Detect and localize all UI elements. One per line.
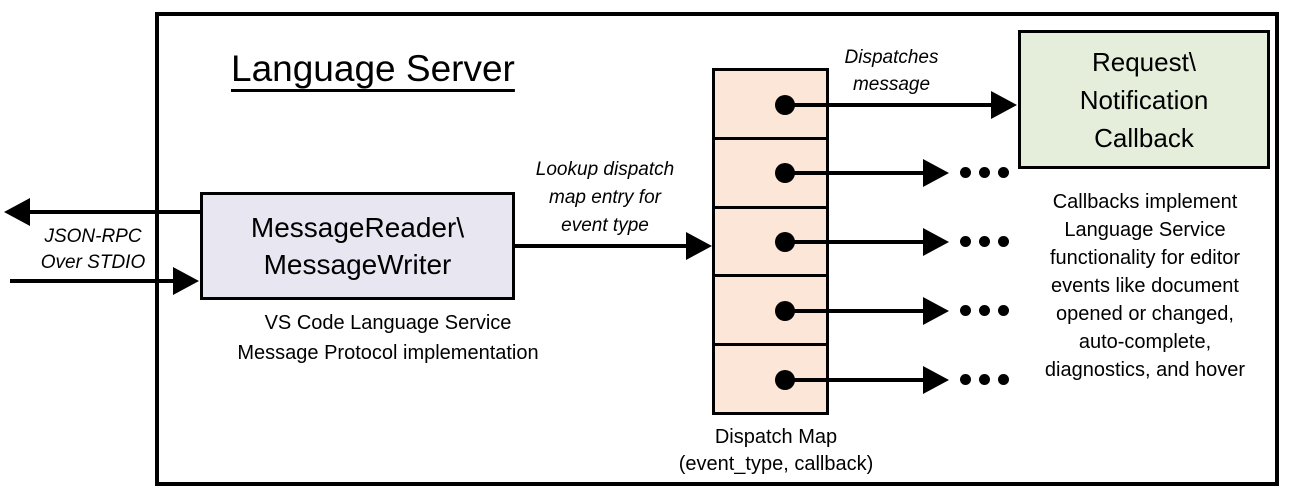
- arrow-head-right: [923, 228, 949, 256]
- arrow-shaft: [515, 244, 687, 248]
- callbacks-note-line: functionality for editor: [1049, 247, 1241, 269]
- arrow-shaft: [785, 171, 924, 175]
- stdio-label: JSON-RPC Over STDIO: [23, 224, 163, 276]
- callback-box-line1: Request\: [1091, 46, 1197, 77]
- arrow-shaft: [28, 210, 200, 214]
- arrow-shaft: [785, 240, 924, 244]
- reader-caption-line1: VS Code Language Service: [264, 312, 512, 334]
- ellipsis-icon: [960, 305, 1009, 316]
- arrow-head-left: [4, 198, 30, 226]
- callbacks-note-line: Callbacks implement: [1052, 191, 1238, 213]
- reader-box-line1: MessageReader\: [250, 212, 465, 243]
- stdio-label-line1: JSON-RPC: [44, 226, 142, 247]
- ellipsis-icon: [960, 167, 1009, 178]
- callback-box-line3: Callback: [1094, 122, 1194, 153]
- dispatch-map-caption: Dispatch Map (event_type, callback): [647, 424, 905, 478]
- lookup-label-line3: event type: [561, 215, 649, 236]
- lookup-label-line2: map entry for: [549, 187, 661, 208]
- arrow-shaft: [785, 103, 992, 107]
- callbacks-note-line: events like document: [1051, 275, 1239, 297]
- dispatch-map-cell: [715, 274, 826, 343]
- dispatch-map-cell: [715, 343, 826, 412]
- ellipsis-icon: [960, 236, 1009, 247]
- dispatches-label: Dispatches message: [829, 44, 954, 98]
- ellipsis-icon: [960, 374, 1009, 385]
- lookup-label: Lookup dispatch map entry for event type: [505, 156, 705, 240]
- callbacks-note: Callbacks implement Language Service fun…: [1018, 188, 1272, 384]
- lookup-label-line1: Lookup dispatch: [535, 159, 675, 180]
- dispatches-label-line1: Dispatches: [844, 47, 939, 68]
- dispatch-map-cell: [715, 205, 826, 275]
- language-server-boundary-box: [155, 12, 1279, 486]
- callbacks-note-line: diagnostics, and hover: [1044, 359, 1246, 381]
- map-caption-line2: (event_type, callback): [678, 453, 874, 475]
- reader-caption-line2: Message Protocol implementation: [237, 342, 539, 364]
- arrow-head-right: [173, 267, 199, 295]
- message-reader-writer-box: MessageReader\ MessageWriter: [200, 192, 515, 300]
- reader-box-line2: MessageWriter: [263, 249, 452, 280]
- arrow-shaft: [785, 309, 924, 313]
- arrow-shaft: [10, 279, 174, 283]
- callbacks-note-line: opened or changed,: [1056, 303, 1234, 325]
- diagram-title: Language Server: [231, 48, 515, 89]
- stdio-label-line2: Over STDIO: [40, 252, 146, 273]
- callback-box-line2: Notification: [1079, 84, 1209, 115]
- arrow-head-right: [923, 366, 949, 394]
- map-caption-line1: Dispatch Map: [714, 426, 838, 448]
- callbacks-note-line: Language Service: [1064, 219, 1226, 241]
- callbacks-note-line: auto-complete,: [1078, 331, 1212, 353]
- dispatches-label-line2: message: [852, 74, 931, 95]
- reader-caption: VS Code Language Service Message Protoco…: [198, 308, 578, 368]
- arrow-head-right: [991, 91, 1017, 119]
- arrow-head-right: [923, 297, 949, 325]
- dispatch-map-cell: [715, 136, 826, 206]
- request-notification-callback-box: Request\ Notification Callback: [1018, 30, 1270, 169]
- arrow-shaft: [785, 378, 924, 382]
- arrow-head-right: [686, 232, 712, 260]
- arrow-head-right: [923, 159, 949, 187]
